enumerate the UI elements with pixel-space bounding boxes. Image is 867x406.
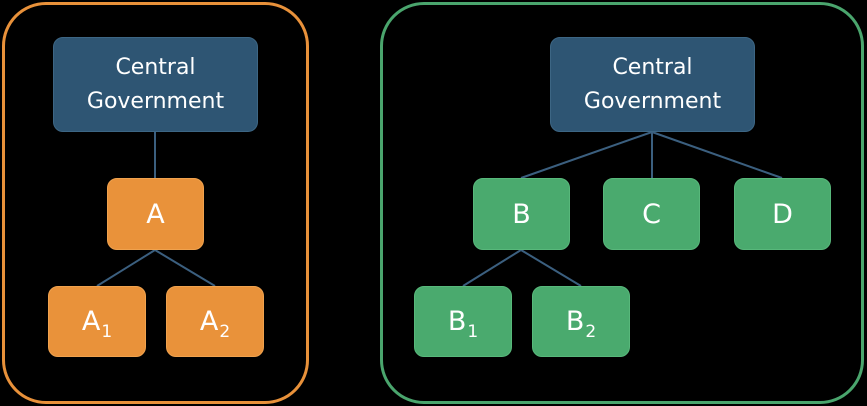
left-panel xyxy=(2,2,309,404)
node-b2-base: B xyxy=(565,306,585,337)
node-b1-subscript: 1 xyxy=(467,321,479,342)
right-gov-line1: Central xyxy=(612,54,693,80)
link-b-b1 xyxy=(462,249,522,287)
link-a-a1 xyxy=(96,249,156,287)
right-gov-line2: Government xyxy=(583,88,722,114)
node-b-label: B xyxy=(512,198,531,230)
node-b2-subscript: 2 xyxy=(585,321,597,342)
right-panel xyxy=(380,2,864,404)
node-a2-base: A xyxy=(199,306,219,337)
node-a1-subscript: 1 xyxy=(101,321,113,342)
link-gov-b xyxy=(520,131,653,179)
link-gov-d xyxy=(651,131,783,179)
node-a: A xyxy=(107,178,204,250)
node-d: D xyxy=(734,178,831,250)
link-a-a2 xyxy=(154,249,216,287)
node-c-label: C xyxy=(642,198,661,230)
link-b-b2 xyxy=(520,249,582,287)
node-b: B xyxy=(473,178,570,250)
node-d-label: D xyxy=(772,198,793,230)
left-gov-line1: Central xyxy=(115,54,196,80)
left-gov-line2: Government xyxy=(86,88,225,114)
right-central-government-node: Central Government xyxy=(550,37,755,132)
node-b1-base: B xyxy=(447,306,467,337)
node-a-label: A xyxy=(146,198,165,230)
node-a1-base: A xyxy=(81,306,101,337)
node-c: C xyxy=(603,178,700,250)
left-central-government-node: Central Government xyxy=(53,37,258,132)
node-a2-subscript: 2 xyxy=(219,321,231,342)
